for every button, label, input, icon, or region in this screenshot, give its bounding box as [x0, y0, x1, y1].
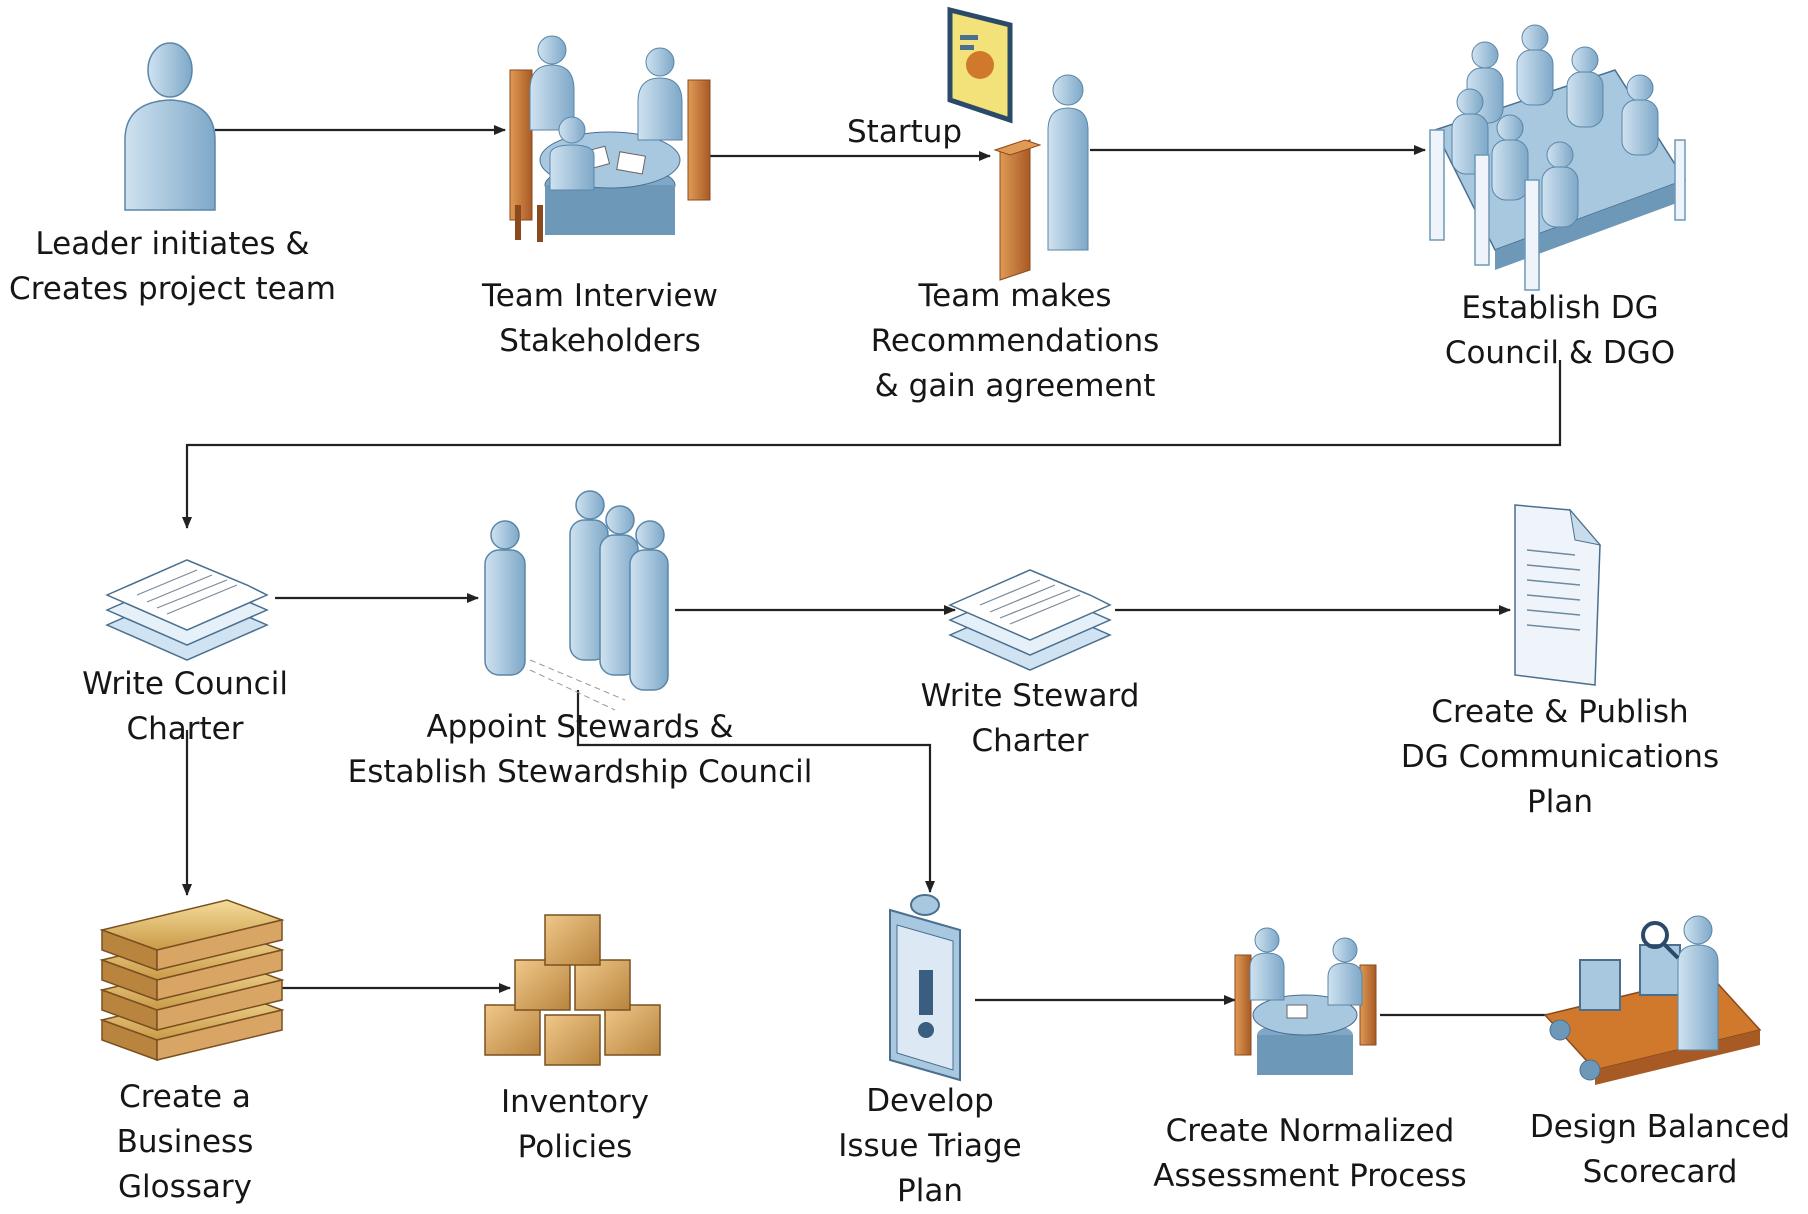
meeting-table-icon [509, 35, 711, 242]
document-stack-icon [948, 569, 1112, 671]
edge-stewards-to-triage [576, 690, 935, 893]
node-label-council: Establish DG Council & DGO [1444, 290, 1676, 371]
inspector-conveyor-icon [1543, 915, 1762, 1085]
node-label-steward-charter: Write Steward Charter [920, 678, 1140, 759]
node-label-recommend: Team makes Recommendations & gain agreem… [870, 278, 1160, 404]
node-label-council-charter: Write Council Charter [82, 666, 288, 747]
box-pyramid-icon [484, 914, 661, 1066]
node-label-assessment: Create Normalized Assessment Process [1153, 1113, 1467, 1194]
stewards-group-icon [484, 490, 669, 711]
meeting-table-icon [1234, 927, 1377, 1075]
document-icon [1514, 504, 1602, 686]
edges [182, 125, 1581, 1020]
node-label-comms-plan: Create & Publish DG Communications Plan [1400, 694, 1720, 820]
node-label-stewards: Appoint Stewards & Establish Stewardship… [347, 709, 813, 790]
presenter-podium-icon [947, 6, 1089, 281]
person-icon [124, 42, 216, 211]
council-table-icon [1429, 24, 1687, 291]
node-label-glossary: Create a Business Glossary [116, 1079, 254, 1205]
edge-label-startup: Startup [847, 114, 963, 150]
node-label-leader: Leader initiates & Creates project team [9, 226, 336, 307]
clipboard-alert-icon [889, 894, 961, 1082]
node-label-policies: Inventory Policies [500, 1084, 650, 1165]
book-stack-icon [99, 899, 285, 1062]
node-label-triage: Develop Issue Triage Plan [838, 1083, 1022, 1209]
node-label-scorecard: Design Balanced Scorecard [1529, 1109, 1791, 1190]
edge-council-to-council-charter [182, 360, 1562, 529]
document-stack-icon [105, 559, 269, 661]
node-label-interview: Team Interview Stakeholders [482, 278, 718, 359]
